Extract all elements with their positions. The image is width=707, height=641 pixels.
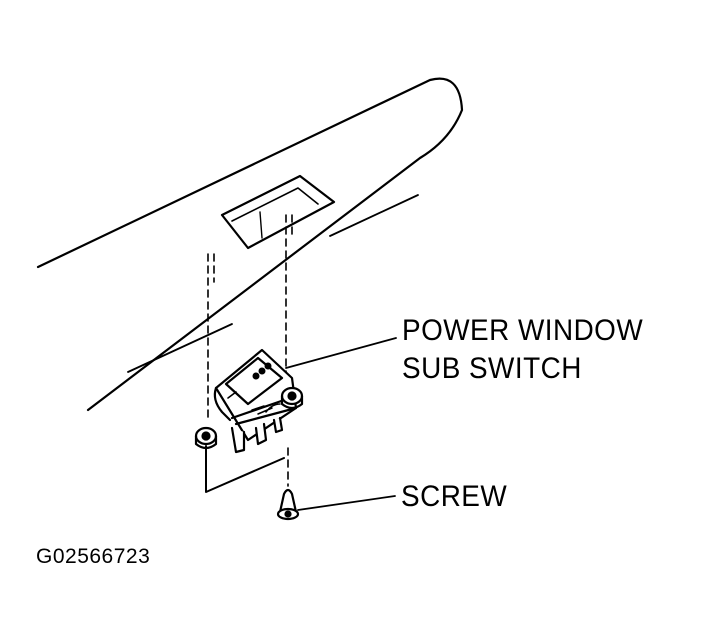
door-trim-panel <box>36 77 464 412</box>
screw-leader-line <box>297 495 396 511</box>
power-window-sub-switch <box>194 348 304 454</box>
leader-lines <box>285 337 397 511</box>
switch-label-line2: SUB SWITCH <box>402 352 582 385</box>
switch-opening <box>220 174 336 250</box>
switch-label-line1: POWER WINDOW <box>402 314 644 347</box>
figure-id: G02566723 <box>36 545 151 568</box>
screw-part <box>276 488 300 521</box>
alignment-guides <box>207 214 293 487</box>
screw-label: SCREW <box>401 480 508 513</box>
switch-leader-line <box>285 337 397 369</box>
mounting-bracket-outline <box>205 445 285 493</box>
